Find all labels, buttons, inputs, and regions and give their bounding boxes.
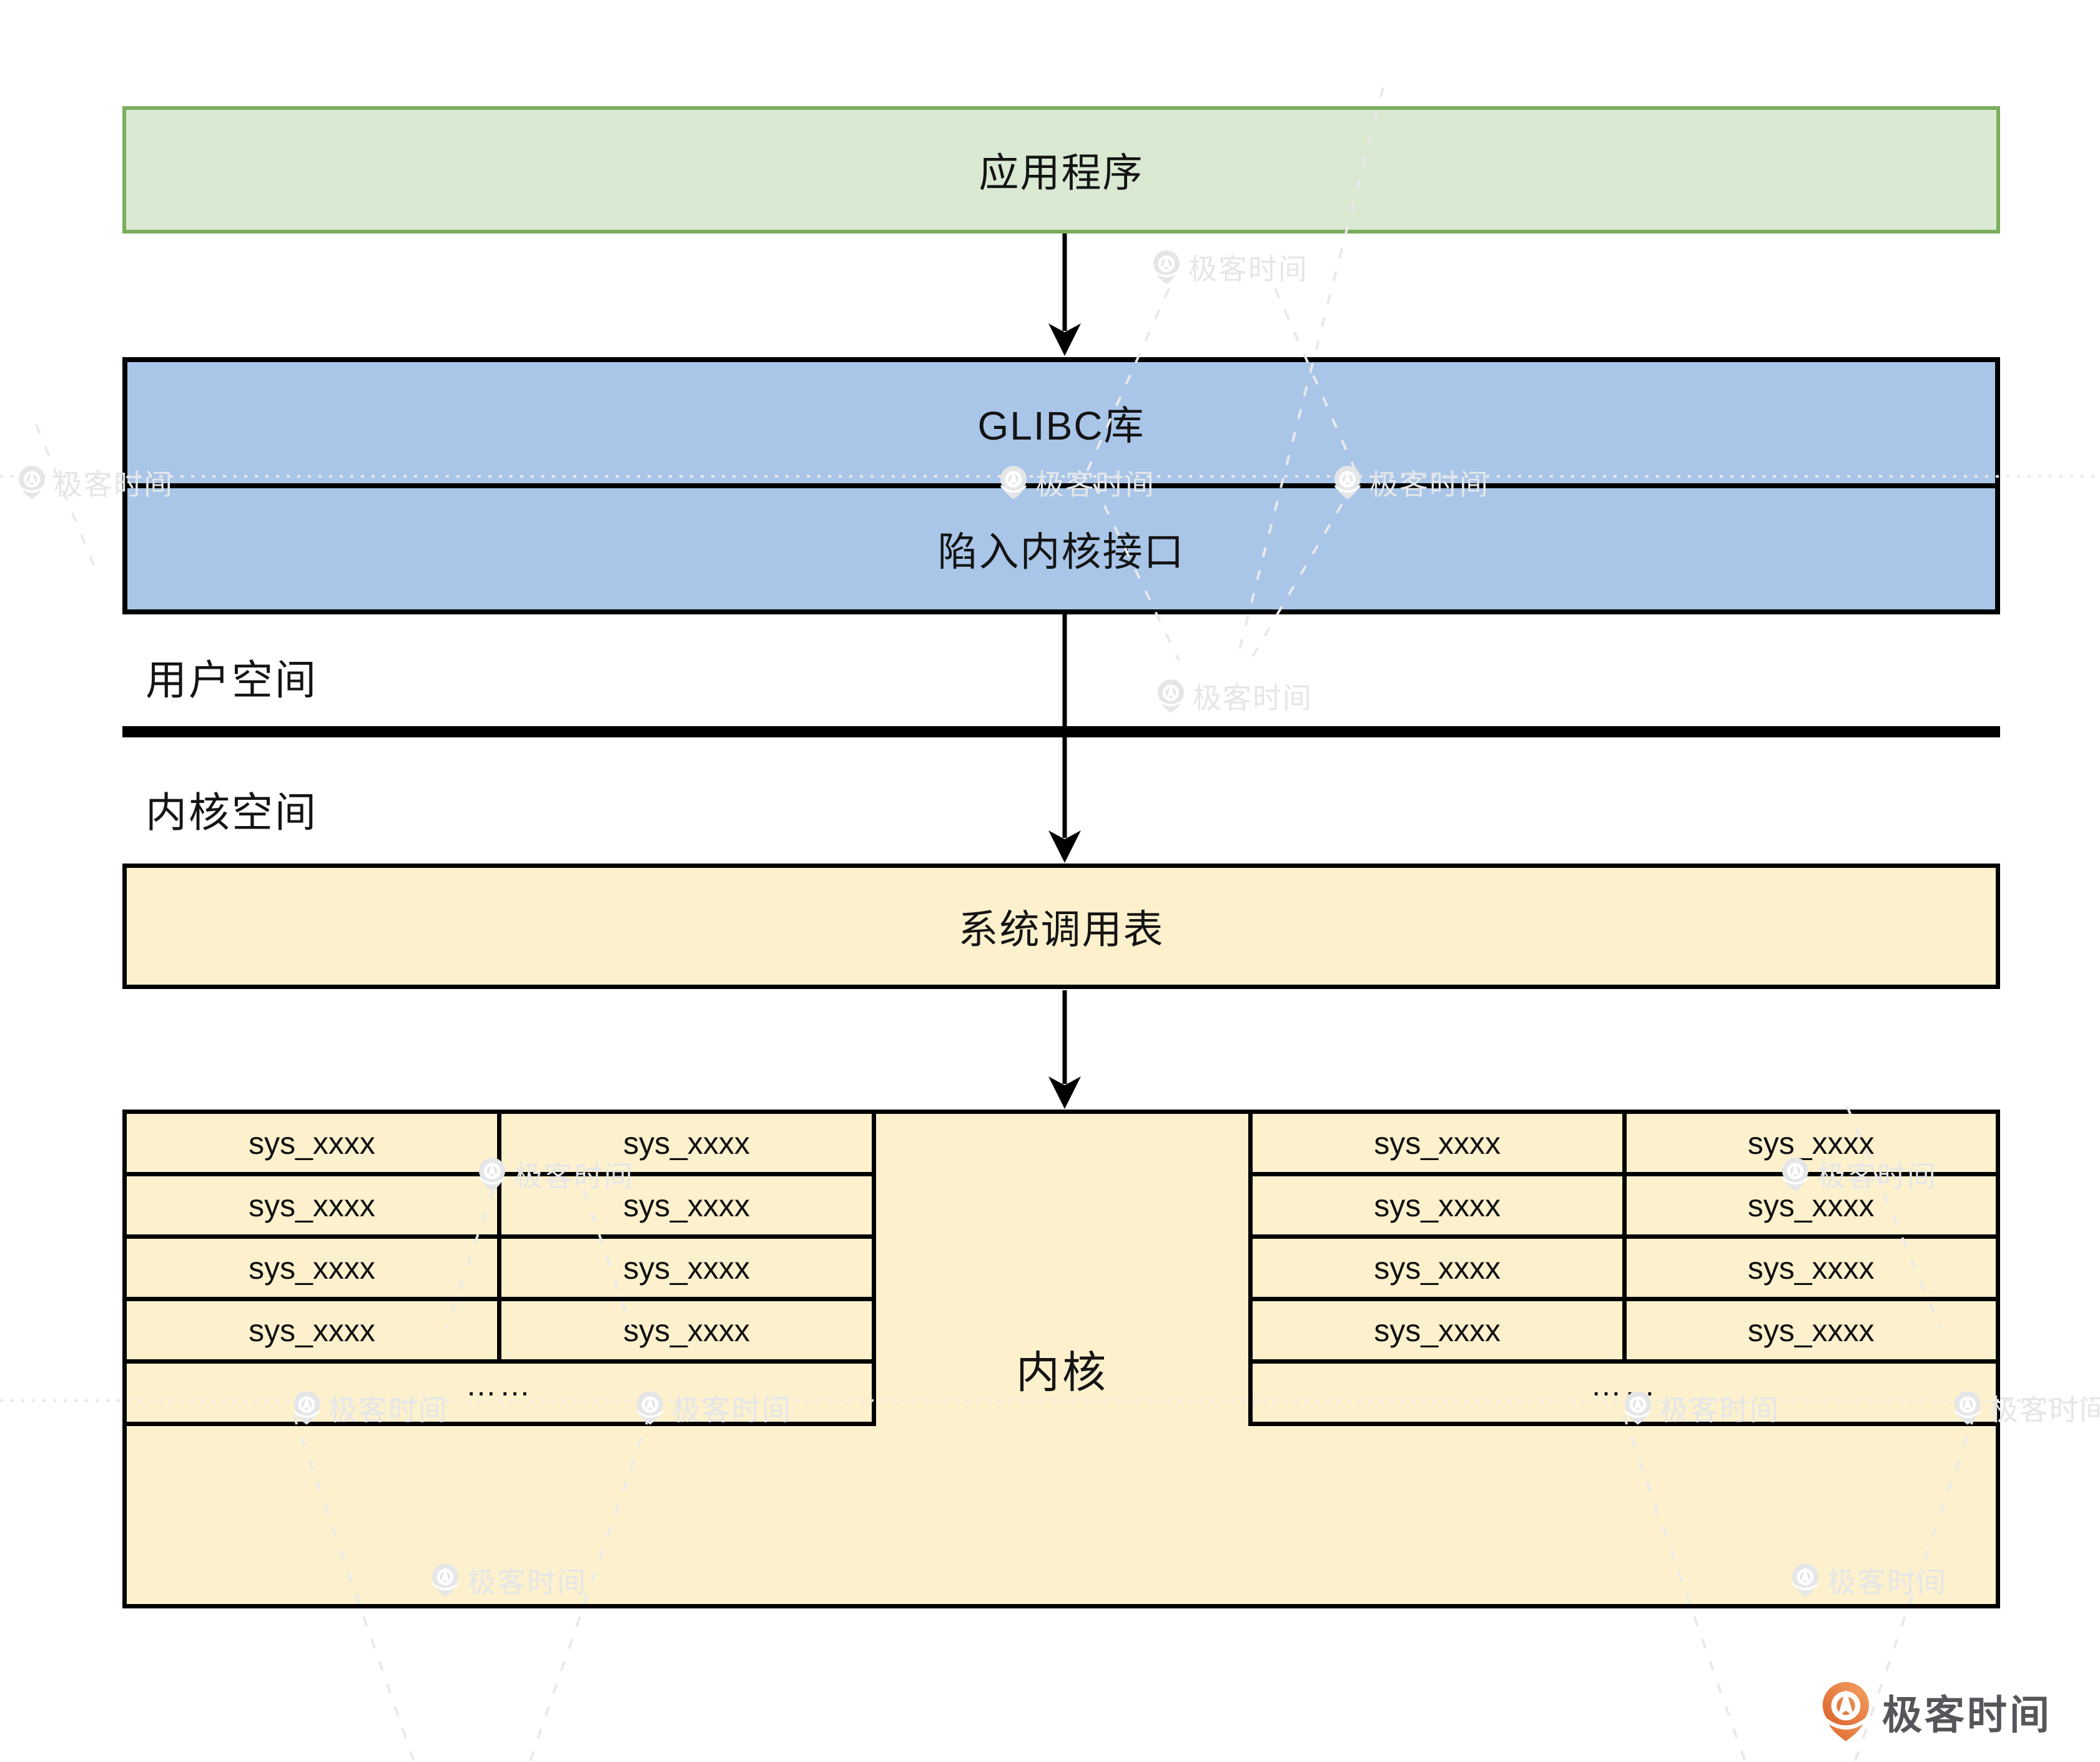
syscall-table-box: 系统调用表 xyxy=(122,864,2000,989)
geektime-pin-icon xyxy=(1625,1391,1651,1425)
trap-kernel-label: 陷入内核接口 xyxy=(937,529,1185,574)
geektime-logo: 极客时间 xyxy=(1821,1681,2052,1743)
application-box: 应用程序 xyxy=(122,106,2000,234)
watermark-text: 极客时间 xyxy=(1193,682,1313,714)
table-row: sys_xxxx sys_xxxx xyxy=(127,1239,872,1301)
watermark: 极客时间 xyxy=(1953,1387,2100,1429)
geektime-pin-icon xyxy=(293,1391,320,1425)
watermark-text: 极客时间 xyxy=(1660,1394,1780,1426)
syscall-table-label: 系统调用表 xyxy=(958,907,1165,952)
sys-cell: sys_xxxx xyxy=(127,1301,501,1359)
geektime-pin-icon xyxy=(1782,1158,1808,1191)
watermark: 极客时间 xyxy=(478,1154,634,1195)
watermark-text: 极客时间 xyxy=(54,468,174,501)
user-space-label: 用户空间 xyxy=(145,657,318,703)
glibc-label: GLIBC库 xyxy=(977,403,1145,448)
sys-cell: sys_xxxx xyxy=(127,1239,501,1297)
ellipsis-row: …… xyxy=(127,1364,872,1422)
sys-cell: sys_xxxx xyxy=(127,1176,501,1234)
glibc-box: GLIBC库 陷入内核接口 xyxy=(122,357,2000,614)
geektime-pin-icon xyxy=(637,1391,663,1425)
sys-cell: sys_xxxx xyxy=(1253,1239,1627,1297)
arrow-glibc-to-syscall-table xyxy=(1048,614,1081,863)
geektime-pin-icon xyxy=(1955,1391,1981,1425)
watermark: 极客时间 xyxy=(292,1387,448,1429)
watermark: 极客时间 xyxy=(431,1560,587,1601)
watermark-text: 极客时间 xyxy=(1188,253,1308,285)
geektime-pin-icon xyxy=(1000,466,1027,500)
watermark-text: 极客时间 xyxy=(672,1394,792,1426)
watermark-text: 极客时间 xyxy=(1369,468,1489,501)
sys-cell: sys_xxxx xyxy=(1253,1114,1627,1172)
kernel-space-label: 内核空间 xyxy=(145,789,318,835)
geektime-logo-text: 极客时间 xyxy=(1882,1692,2052,1738)
sys-cell: sys_xxxx xyxy=(623,1250,750,1286)
table-row: sys_xxxx sys_xxxx xyxy=(1253,1301,1996,1364)
watermark: 极客时间 xyxy=(1333,462,1489,503)
table-row: sys_xxxx sys_xxxx xyxy=(1253,1239,1996,1301)
watermark: 极客时间 xyxy=(17,462,174,503)
geektime-pin-icon xyxy=(19,466,45,500)
watermark: 极客时间 xyxy=(1152,247,1308,288)
watermark-text: 极客时间 xyxy=(1989,1394,2100,1426)
geektime-pin-icon xyxy=(1153,250,1180,284)
watermark: 极客时间 xyxy=(1791,1560,1947,1601)
geektime-pin-icon xyxy=(432,1563,458,1597)
trap-kernel-row: 陷入内核接口 xyxy=(127,488,1995,609)
geektime-pin-icon xyxy=(479,1158,505,1191)
arrow-app-to-glibc xyxy=(1048,234,1081,356)
watermark: 极客时间 xyxy=(1156,676,1313,717)
watermark-text: 极客时间 xyxy=(1817,1160,1937,1193)
table-row: sys_xxxx sys_xxxx xyxy=(127,1301,872,1364)
table-row: sys_xxxx sys_xxxx xyxy=(1253,1114,1996,1176)
geektime-pin-icon xyxy=(1158,679,1184,713)
geektime-logo-icon xyxy=(1822,1681,1870,1742)
sys-cell: sys_xxxx xyxy=(1253,1301,1627,1359)
arrow-syscall-table-to-kernel xyxy=(1048,990,1081,1109)
table-row: sys_xxxx sys_xxxx xyxy=(127,1176,872,1239)
ellipsis-text: …… xyxy=(465,1367,533,1402)
watermark: 极客时间 xyxy=(1781,1154,1937,1195)
sys-cell: sys_xxxx xyxy=(1747,1250,1875,1286)
watermark-text: 极客时间 xyxy=(1827,1566,1947,1598)
watermark: 极客时间 xyxy=(999,462,1155,503)
watermark-text: 极客时间 xyxy=(328,1394,448,1426)
sys-cell: sys_xxxx xyxy=(1253,1176,1627,1234)
watermark-text: 极客时间 xyxy=(514,1160,634,1193)
watermark: 极客时间 xyxy=(1624,1387,1780,1429)
user-kernel-separator-line xyxy=(122,726,2000,737)
watermark: 极客时间 xyxy=(636,1387,792,1429)
kernel-region-label: 内核 xyxy=(1016,1347,1108,1397)
sys-cell: sys_xxxx xyxy=(127,1114,501,1172)
watermark-text: 极客时间 xyxy=(1035,468,1155,501)
geektime-pin-icon xyxy=(1792,1563,1818,1597)
application-label: 应用程序 xyxy=(979,150,1144,195)
sys-cell: sys_xxxx xyxy=(623,1188,750,1223)
sys-cell: sys_xxxx xyxy=(623,1312,750,1348)
sys-cell: sys_xxxx xyxy=(623,1125,750,1161)
geektime-pin-icon xyxy=(1334,466,1361,500)
sys-cell: sys_xxxx xyxy=(1747,1312,1875,1348)
watermark-text: 极客时间 xyxy=(467,1566,587,1598)
